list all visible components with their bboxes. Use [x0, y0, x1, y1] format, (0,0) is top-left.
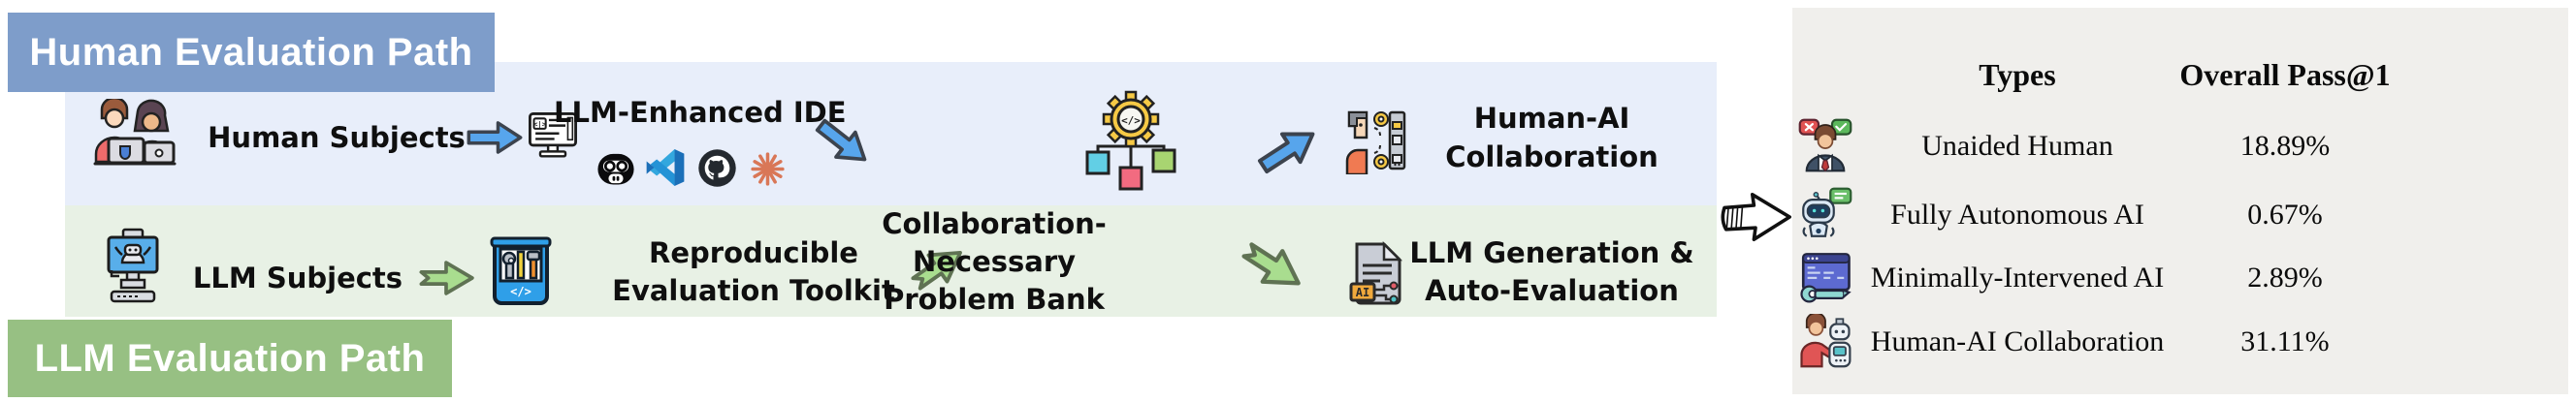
gear-flowchart-icon: </>: [1084, 88, 1177, 191]
human-subjects-label: Human Subjects: [208, 121, 466, 154]
table-row: Minimally-Intervened AI 2.89%: [1792, 249, 2568, 305]
llm-subjects-label: LLM Subjects: [192, 262, 403, 294]
svg-text:</>: </>: [1121, 114, 1141, 127]
human-ai-collaboration-icon: [1798, 314, 1856, 368]
col-header-overall-pass: Overall Pass@1: [2179, 57, 2391, 92]
type-cell: Fully Autonomous AI: [1890, 199, 2144, 231]
type-cell: Unaided Human: [1921, 130, 2113, 162]
llm-enhanced-ide-label: LLM-Enhanced IDE: [554, 96, 847, 129]
llm-path-header: LLM Evaluation Path: [8, 320, 452, 397]
type-cell: Minimally-Intervened AI: [1870, 262, 2165, 294]
github-icon: [697, 148, 737, 188]
pass-cell: 2.89%: [2247, 262, 2323, 294]
monitor-code-icon: <|>: [528, 111, 578, 177]
table-row: Unaided Human 18.89%: [1792, 117, 2568, 173]
two-people-laptops-icon: [89, 99, 178, 182]
human-path-header-label: Human Evaluation Path: [29, 30, 473, 74]
reproducible-toolkit-label: Reproducible Evaluation Toolkit: [612, 236, 895, 307]
minimally-intervened-ai-icon: [1798, 250, 1856, 304]
svg-text:AI: AI: [1356, 286, 1369, 299]
toolbox-icon: </>: [490, 234, 552, 306]
arrow-llm-to-toolkit-icon: [410, 257, 482, 299]
arrow-problem-to-collab-icon: [1256, 122, 1324, 178]
document-ai-icon: AI: [1349, 241, 1403, 307]
arrow-human-to-ide-icon: [467, 116, 523, 159]
arrow-ide-to-problem-icon: [813, 112, 873, 172]
col-header-types: Types: [1979, 57, 2056, 92]
table-row: Human-AI Collaboration 31.11%: [1792, 313, 2568, 369]
pass-cell: 31.11%: [2240, 325, 2330, 357]
robot-monitor-icon: [106, 228, 160, 307]
table-row: Fully Autonomous AI 0.67%: [1792, 186, 2568, 242]
results-table: Types Overall Pass@1 Unaided Human 18.89…: [1792, 8, 2568, 394]
svg-text:</>: </>: [510, 285, 531, 298]
human-ai-profile-icon: [1341, 107, 1407, 174]
human-ai-collaboration-label: Human-AI Collaboration: [1445, 102, 1658, 173]
github-copilot-icon: [595, 147, 637, 190]
arrow-toolkit-to-bank-icon: [906, 238, 974, 298]
problem-bank-label: Collaboration- Necessary Problem Bank: [882, 207, 1107, 316]
pass-cell: 18.89%: [2239, 130, 2331, 162]
human-path-header: Human Evaluation Path: [8, 13, 495, 92]
fully-autonomous-ai-icon: [1798, 187, 1856, 241]
type-cell: Human-AI Collaboration: [1870, 325, 2165, 357]
arrow-bank-to-generation-icon: [1230, 234, 1323, 298]
unaided-human-icon: [1798, 118, 1856, 172]
llm-path-header-label: LLM Evaluation Path: [34, 336, 426, 380]
svg-text:<|>: <|>: [533, 119, 547, 129]
llm-generation-label: LLM Generation & Auto-Evaluation: [1409, 236, 1694, 307]
pass-cell: 0.67%: [2247, 199, 2323, 231]
claude-icon: [748, 149, 788, 189]
vscode-icon: [646, 147, 687, 188]
arrow-to-results-icon: [1717, 189, 1794, 245]
llm-path-band: [65, 205, 1717, 317]
